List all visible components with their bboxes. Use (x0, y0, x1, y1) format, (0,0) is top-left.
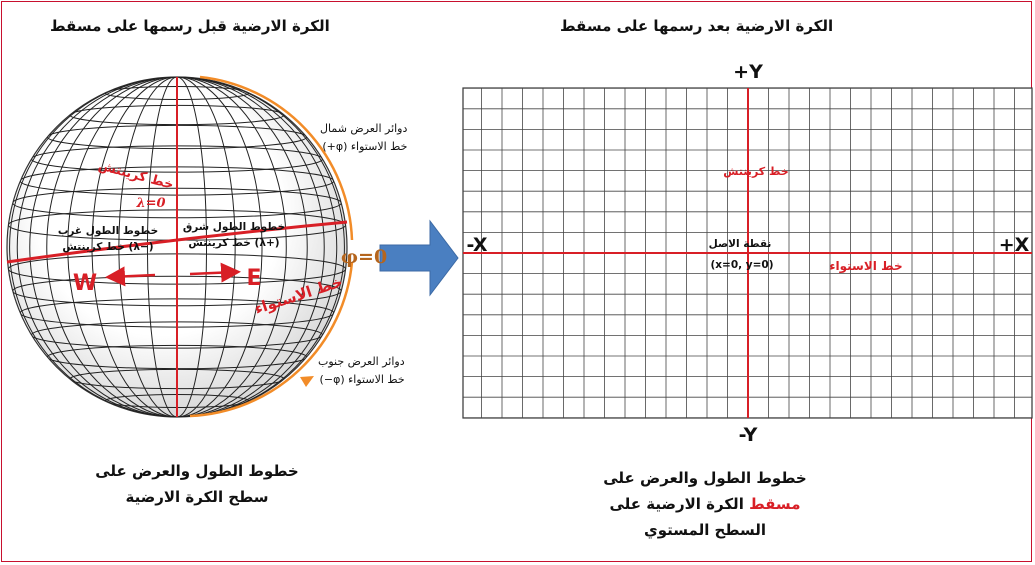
bottom-left-caption: خطوط الطول والعرض على سطح الكرة الارضية (72, 458, 322, 510)
phi-zero-label: φ=0 (341, 246, 387, 268)
bottom-right-red-word: مسقط (749, 495, 801, 513)
north-label-line2: خط الاستواء (φ+) (322, 140, 408, 153)
origin-coords: (x=0, y=0) (710, 259, 773, 271)
west-longitudes-line1: خطوط الطول غرب (58, 225, 158, 237)
longitude-line (67, 77, 287, 417)
left-title: الكرة الارضية قبل رسمها على مسقط (50, 17, 330, 35)
plus-x-label: +X (999, 234, 1030, 256)
west-longitudes-line2: خط كرينتش (λ−) (62, 241, 153, 253)
east-longitudes-line1: خطوط الطول شرق (183, 221, 285, 233)
longitude-line (29, 77, 325, 417)
south-label-line1: دوائر العرض جنوب (318, 355, 405, 368)
lambda-zero-label: λ=0 (135, 196, 165, 211)
west-w-label: W (73, 271, 97, 296)
east-e-label: E (246, 266, 261, 291)
minus-y-label: -Y (739, 424, 758, 446)
bottom-left-line1: خطوط الطول والعرض على (95, 462, 299, 480)
globe (6, 76, 348, 418)
bottom-right-line2: مسقط الكرة الارضية على (570, 491, 840, 517)
bottom-right-line1: خطوط الطول والعرض على (603, 469, 807, 487)
south-latitudes-label: دوائر العرض جنوب خط الاستواء (φ−) (318, 353, 405, 389)
plus-y-label: +Y (733, 61, 763, 83)
longitude-lines (9, 77, 345, 417)
longitude-line (146, 77, 208, 417)
right-title: الكرة الارضية بعد رسمها على مسقط (560, 17, 834, 35)
north-latitudes-label: دوائر العرض شمال خط الاستواء (φ+) (320, 120, 407, 156)
longitude-line (16, 77, 338, 417)
south-latitudes-arc (189, 261, 354, 418)
north-latitudes-arc (199, 75, 354, 241)
projection-arrow (379, 219, 459, 297)
longitude-line (46, 77, 308, 417)
east-longitudes-line2: خط كرينتش (λ+) (188, 237, 279, 249)
south-arc-arrowhead (300, 376, 314, 387)
origin-label: نقطة الاصل (709, 238, 772, 250)
grid-equator-label: خط الاستواء (829, 259, 902, 274)
bottom-right-line2-rest: الكرة الارضية على (609, 495, 744, 513)
longitude-line (9, 77, 345, 417)
minus-x-label: -X (467, 234, 488, 256)
longitude-line (91, 77, 263, 417)
bottom-right-line3: السطح المستوي (643, 521, 767, 539)
globe-equator (6, 220, 348, 264)
grid-greenwich-label: خط كرينتش (723, 165, 788, 178)
south-label-line2: خط الاستواء (φ−) (319, 373, 405, 386)
north-label-line1: دوائر العرض شمال (320, 122, 408, 135)
west-arrow (105, 266, 156, 287)
bottom-left-line2: سطح الكرة الارضية (125, 488, 269, 506)
bottom-right-caption: خطوط الطول والعرض على مسقط الكرة الارضية… (570, 465, 840, 543)
east-arrow (189, 262, 241, 283)
